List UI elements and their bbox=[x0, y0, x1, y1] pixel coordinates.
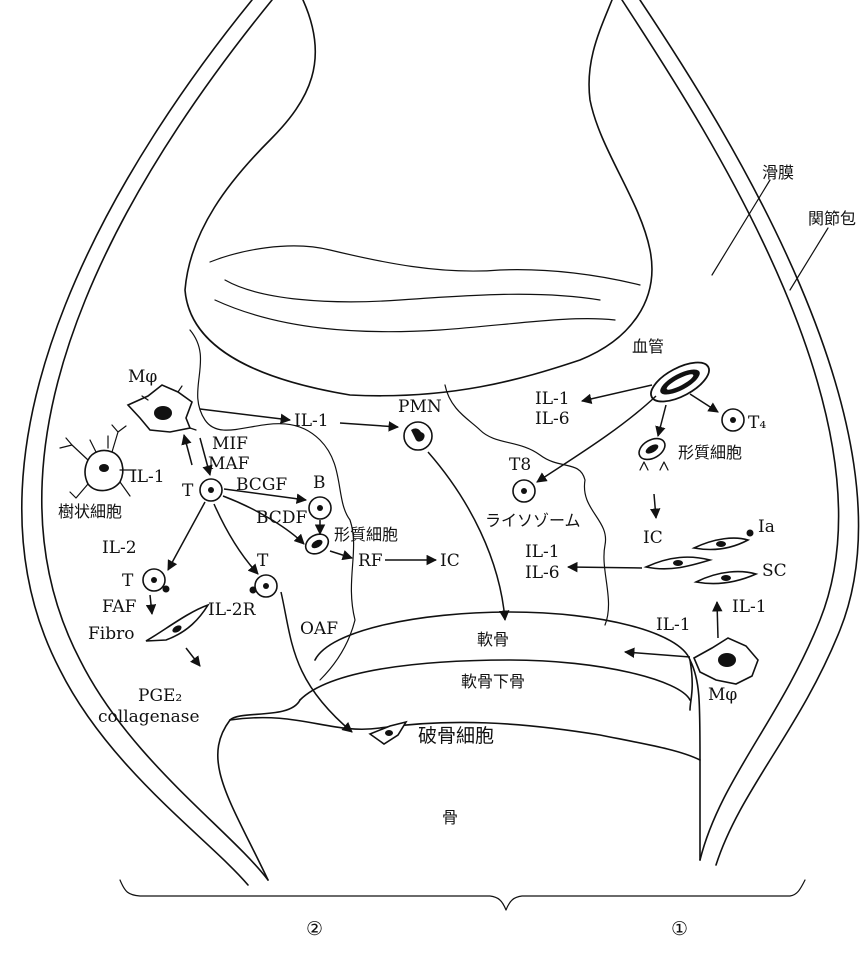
label-pmn: PMN bbox=[398, 397, 442, 417]
label-joint-capsule: 関節包 bbox=[808, 209, 856, 228]
label-region-2: ② bbox=[306, 918, 323, 940]
macrophage-left bbox=[128, 385, 196, 432]
label-ic-left: IC bbox=[440, 551, 460, 571]
label-il1-sc: IL-1 bbox=[525, 542, 560, 562]
label-subchondral-bone: 軟骨下骨 bbox=[461, 672, 525, 691]
label-macrophage-left: Mφ bbox=[128, 367, 157, 387]
label-t8: T8 bbox=[509, 455, 531, 475]
label-b: B bbox=[313, 473, 326, 493]
upper-bone bbox=[185, 0, 652, 396]
label-collagenase: collagenase bbox=[98, 707, 200, 727]
label-mif: MIF bbox=[212, 434, 248, 454]
t-cell-left bbox=[143, 569, 170, 593]
t8-cell bbox=[513, 480, 535, 502]
dendritic-cell bbox=[60, 425, 136, 498]
t-cell-lower bbox=[250, 575, 278, 597]
label-lysosome: ライソゾーム bbox=[485, 511, 581, 530]
label-bcgf: BCGF bbox=[236, 475, 287, 495]
label-il1-to-cartilage: IL-1 bbox=[656, 615, 691, 635]
label-plasma-cell-right: 形質細胞 bbox=[678, 443, 742, 462]
label-sc: SC bbox=[762, 561, 787, 581]
label-bcdf: BCDF bbox=[256, 508, 307, 528]
b-cell bbox=[309, 497, 331, 519]
pmn-cell bbox=[404, 422, 432, 450]
macrophage-right bbox=[694, 638, 758, 684]
label-il2: IL-2 bbox=[102, 538, 137, 558]
label-il6-vessel: IL-6 bbox=[535, 409, 570, 429]
fibroblast bbox=[146, 605, 208, 641]
synovium-boundary bbox=[190, 330, 609, 680]
label-oaf: OAF bbox=[300, 619, 338, 639]
label-t-lower: T bbox=[257, 551, 269, 571]
label-il1-up: IL-1 bbox=[732, 597, 767, 617]
label-region-1: ① bbox=[671, 918, 688, 940]
label-il1-vessel: IL-1 bbox=[535, 389, 570, 409]
label-il2r: IL-2R bbox=[208, 600, 257, 620]
label-rf: RF bbox=[358, 551, 383, 571]
label-dendritic-cell: 樹状細胞 bbox=[58, 502, 122, 521]
t4-cell bbox=[722, 409, 744, 431]
synovium-leader bbox=[712, 180, 770, 275]
label-ic-right: IC bbox=[643, 528, 663, 548]
label-il1-dendritic: IL-1 bbox=[130, 467, 165, 487]
label-synovium: 滑膜 bbox=[762, 163, 794, 182]
label-plasma-cell-left: 形質細胞 bbox=[334, 525, 398, 544]
label-bone: 骨 bbox=[442, 808, 458, 827]
label-blood-vessel: 血管 bbox=[632, 337, 664, 356]
label-il6-sc: IL-6 bbox=[525, 563, 560, 583]
label-fibro: Fibro bbox=[88, 624, 134, 644]
label-faf: FAF bbox=[102, 597, 137, 617]
label-t4: T₄ bbox=[748, 413, 766, 433]
label-maf: MAF bbox=[208, 454, 250, 474]
osteoclast bbox=[370, 722, 406, 744]
label-t-center: T bbox=[182, 481, 194, 501]
label-ia: Ia bbox=[758, 517, 775, 537]
label-il1-left: IL-1 bbox=[294, 411, 329, 431]
label-cartilage: 軟骨 bbox=[477, 630, 509, 649]
t-cell-center bbox=[200, 479, 222, 501]
label-pge2: PGE₂ bbox=[138, 686, 182, 706]
capsule-leader bbox=[790, 228, 828, 290]
plasma-cell-left bbox=[302, 530, 332, 558]
region-braces bbox=[120, 880, 805, 910]
label-osteoclast: 破骨細胞 bbox=[418, 725, 494, 747]
blood-vessel bbox=[645, 355, 715, 410]
plasma-cell-right bbox=[635, 434, 668, 470]
label-macrophage-right: Mφ bbox=[708, 685, 737, 705]
label-t-left: T bbox=[122, 571, 134, 591]
